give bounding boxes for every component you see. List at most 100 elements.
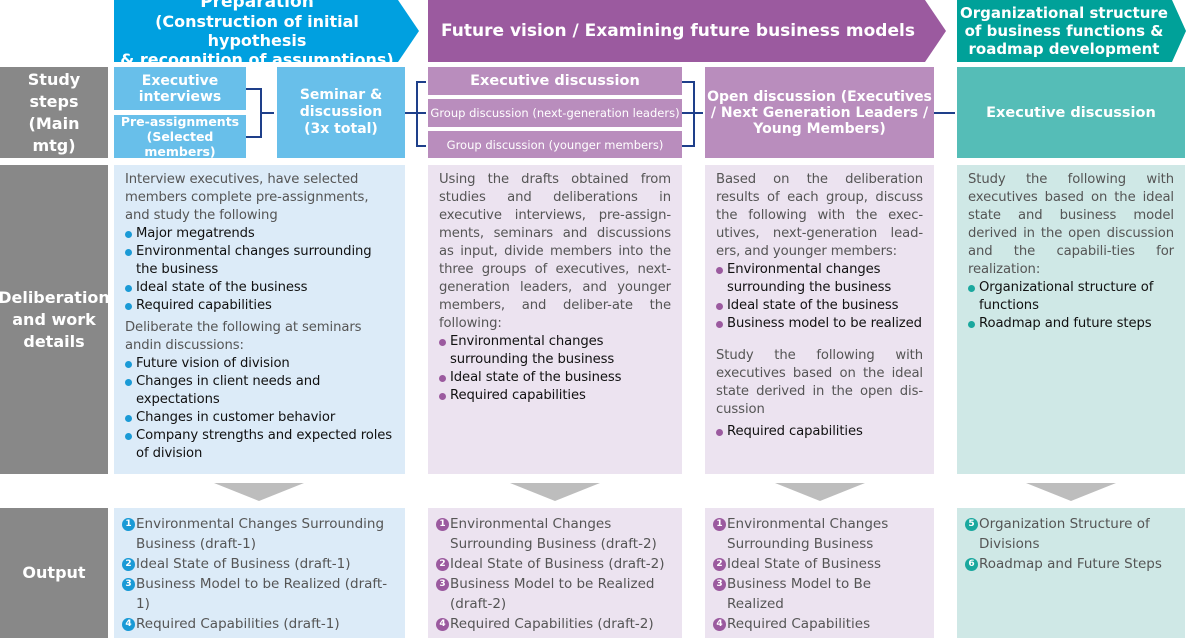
text: Future vision of division: [136, 356, 290, 371]
bullet-dot-icon: [125, 249, 132, 256]
text: Preparation: [200, 0, 314, 12]
header-future-vision: Future vision / Examining future busines…: [441, 20, 915, 41]
bullet-dot-icon: [716, 429, 723, 436]
text: Required Capabilities: [727, 616, 871, 632]
text: Environmental changes surrounding the bu…: [450, 334, 615, 367]
text: Ideal state of the business: [727, 298, 899, 313]
bullet-dot-icon: [716, 267, 723, 274]
bullet-item: Required capabilities: [439, 387, 671, 405]
step-group-younger: Group discussion (younger members): [428, 131, 682, 158]
bullet-dot-icon: [125, 433, 132, 440]
text: Environmental Changes Surrounding Busine…: [136, 516, 385, 552]
step-group-next-gen: Group discussion (next-generation leader…: [428, 99, 682, 127]
number-badge-icon: 3: [713, 578, 726, 591]
text: Environmental changes surrounding the bu…: [136, 244, 372, 277]
step-pre-assignments: Pre-assignments (Selected members): [114, 114, 246, 159]
text: Changes in client needs and expectations: [136, 374, 321, 407]
header-preparation: Preparation(Construction of initial hypo…: [114, 0, 400, 69]
bullet-dot-icon: [439, 339, 446, 346]
text: [428, 0, 946, 62]
bullet-item: Ideal state of the business: [716, 297, 923, 315]
text: Required capabilities: [716, 423, 923, 441]
bullet-dot-icon: [439, 375, 446, 382]
text: Ideal state of the business: [136, 280, 308, 295]
future-vision-arrow: [428, 0, 946, 62]
text: Preparation(Construction of initial hypo…: [114, 0, 400, 69]
bullet-item: Company strengths and expected roles of …: [125, 427, 394, 463]
text: Company strengths and expected roles of …: [136, 428, 393, 461]
text: Business Model to be Realized (draft-1): [136, 576, 388, 612]
preparation-arrow: [114, 0, 419, 62]
text: Using the drafts obtained from studies a…: [439, 172, 671, 331]
text: Business model to be realized: [727, 316, 922, 331]
text: roadmap development: [968, 40, 1160, 58]
text: Ideal State of Business (draft-2): [450, 556, 665, 572]
bullet-dot-icon: [439, 393, 446, 400]
bullet-dot-icon: [716, 321, 723, 328]
text: Organizational structure: [960, 4, 1168, 22]
text: Required Capabilities (draft-2): [450, 616, 654, 632]
bullet-dot-icon: [125, 415, 132, 422]
organizational-arrow: [957, 0, 1186, 62]
text: Ideal State of Business: [727, 556, 882, 572]
arrow: [682, 112, 703, 114]
bullet-dot-icon: [125, 285, 132, 292]
down-arrow-icon: [1026, 483, 1116, 501]
step-executive-interviews: Executive interviews: [114, 67, 246, 110]
bullet-item: Ideal state of the business: [125, 279, 394, 297]
bullet-item: Roadmap and future steps: [968, 315, 1174, 333]
number-badge-icon: 1: [436, 518, 449, 531]
text: Organizational structure of functions Ro…: [968, 279, 1174, 333]
bullet-item: Ideal state of the business: [439, 369, 671, 387]
text: Future vision of division Changes in cli…: [125, 355, 394, 463]
connector-line: [416, 81, 418, 147]
bullet-item: Required capabilities: [125, 297, 394, 315]
bullet-item: Future vision of division: [125, 355, 394, 373]
number-badge-icon: 3: [122, 578, 135, 591]
bullet-item: Changes in customer behavior: [125, 409, 394, 427]
text: Ideal state of the business: [450, 370, 622, 385]
deliberation-future-vision-groups: Using the drafts obtained from studies a…: [428, 165, 682, 474]
text: [957, 0, 1186, 62]
text: Environmental Changes Surrounding Busine…: [727, 516, 889, 552]
text: Required capabilities: [450, 388, 586, 403]
text: & recognition of assumptions): [120, 50, 394, 69]
text: Interview executives, have selected memb…: [125, 172, 369, 223]
bullet-dot-icon: [125, 379, 132, 386]
text: Environmental changes surrounding the bu…: [716, 261, 923, 333]
deliberation-open-discussion: Based on the deliberation results of eac…: [705, 165, 934, 474]
step-seminar-discussion: Seminar & discussion (3x total): [277, 67, 405, 158]
text: Environmental changes surrounding the bu…: [439, 333, 671, 405]
text: Roadmap and Future Steps: [979, 556, 1162, 572]
connector-line: [416, 145, 426, 147]
bullet-dot-icon: [125, 361, 132, 368]
arrow: [934, 112, 955, 114]
text: of business functions &: [964, 22, 1164, 40]
arrow: [405, 112, 417, 114]
text: Required capabilities: [727, 424, 863, 439]
down-arrow-icon: [214, 483, 304, 501]
connector-line: [682, 81, 694, 83]
bullet-item: Changes in client needs and expectations: [125, 373, 394, 409]
number-badge-icon: 2: [713, 558, 726, 571]
bullet-dot-icon: [968, 321, 975, 328]
text: Based on the deliberation results of eac…: [716, 172, 923, 259]
connector-line: [416, 112, 426, 114]
step-open-discussion: Open discussion (Executives / Next Gener…: [705, 67, 934, 158]
bullet-item: Major megatrends: [125, 225, 394, 243]
text: Changes in customer behavior: [136, 410, 336, 425]
text: Major megatrends: [136, 226, 255, 241]
